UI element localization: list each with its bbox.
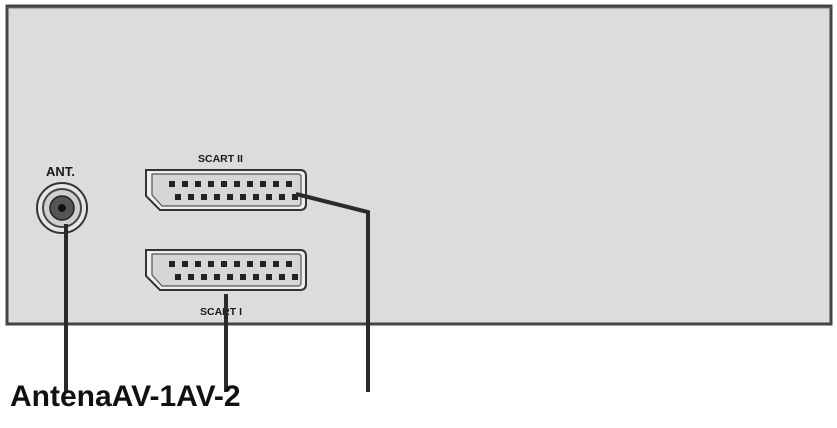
scart-pin [188, 274, 194, 280]
scart-pin [169, 181, 175, 187]
scart-pin [247, 181, 253, 187]
scart-pin [195, 261, 201, 267]
scart-pin [234, 261, 240, 267]
scart-pin [214, 194, 220, 200]
scart-pin [260, 181, 266, 187]
scart-pin [260, 261, 266, 267]
scart-pin [247, 261, 253, 267]
scart-pin [227, 194, 233, 200]
scart-pin [182, 181, 188, 187]
scart-pin [279, 194, 285, 200]
rear-panel [5, 4, 833, 326]
scart-pin [253, 274, 259, 280]
scart-pin [175, 194, 181, 200]
scart1-connector-icon [145, 249, 307, 291]
scart-pin [292, 274, 298, 280]
scart-pin [273, 261, 279, 267]
av2-callout-line [295, 192, 370, 392]
scart-pin [266, 194, 272, 200]
scart-pin [240, 274, 246, 280]
scart-pin [201, 194, 207, 200]
scart-pin [273, 181, 279, 187]
scart-pin [188, 194, 194, 200]
scart-pin [182, 261, 188, 267]
scart-pin [292, 194, 298, 200]
scart-pin [221, 261, 227, 267]
scart-pin [240, 194, 246, 200]
scart-pin [286, 261, 292, 267]
ant-label: ANT. [46, 164, 75, 179]
scart-pin [221, 181, 227, 187]
scart-pin [234, 181, 240, 187]
scart-pin [195, 181, 201, 187]
callout-label: AntenaAV-1AV-2 [10, 380, 241, 413]
scart-pin [279, 274, 285, 280]
scart-pin [201, 274, 207, 280]
scart-pin [286, 181, 292, 187]
scart-pin [214, 274, 220, 280]
scart-pin [169, 261, 175, 267]
scart-pin [175, 274, 181, 280]
scart2-connector-icon [145, 169, 307, 211]
scart1-label: SCART I [200, 306, 242, 318]
scart-pin [227, 274, 233, 280]
antenna-connector-icon [36, 182, 88, 234]
scart-pin [208, 261, 214, 267]
scart2-label: SCART II [198, 153, 243, 165]
scart-pin [253, 194, 259, 200]
scart-pin [208, 181, 214, 187]
scart-pin [266, 274, 272, 280]
